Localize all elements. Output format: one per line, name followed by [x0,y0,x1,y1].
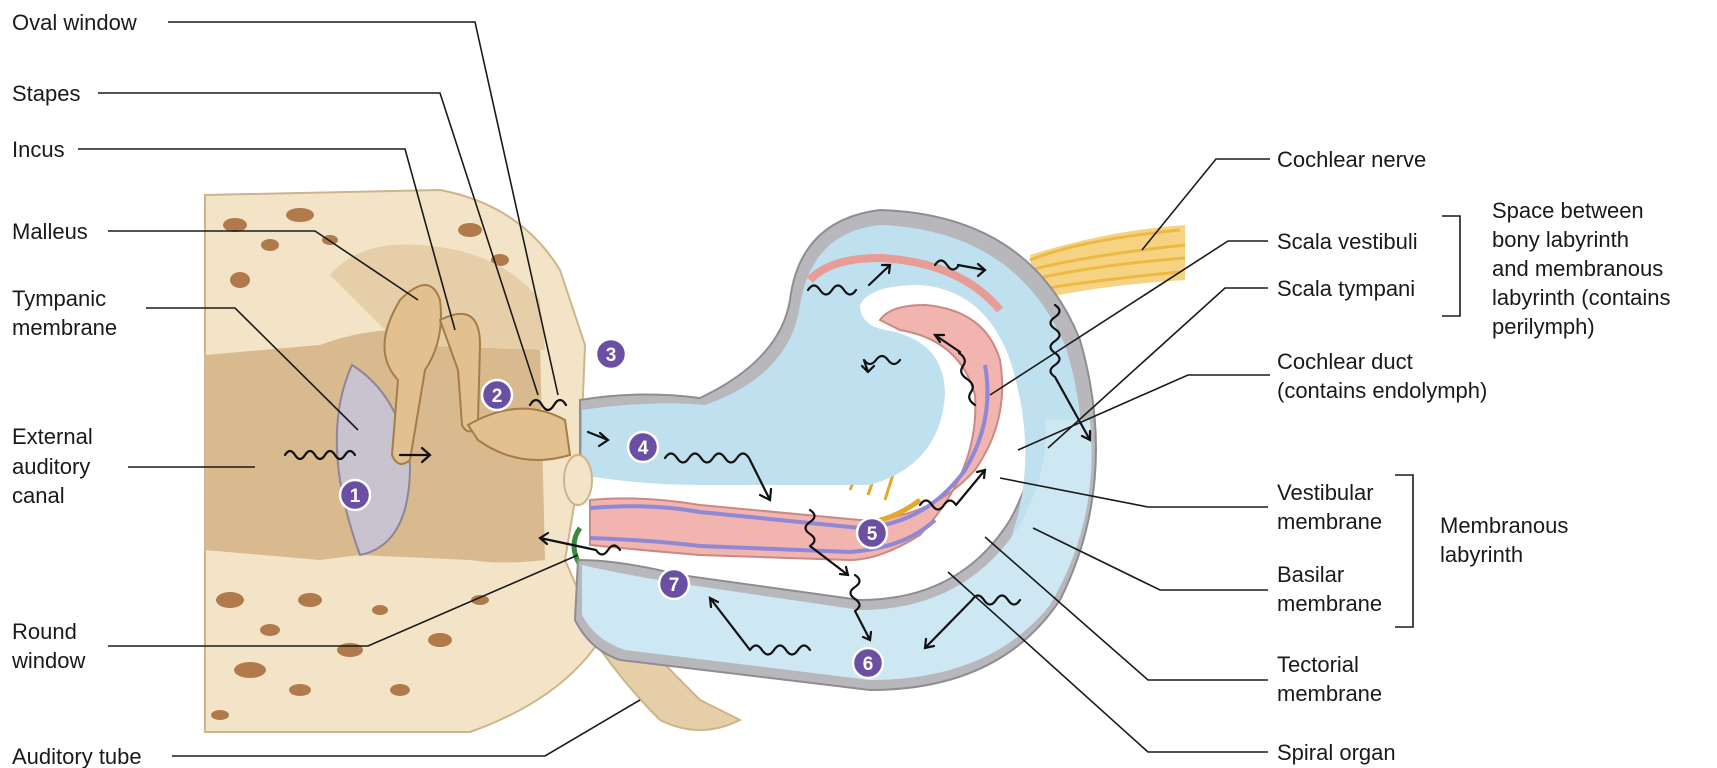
label-tympanic-1: Tympanic [12,286,106,311]
label-tectorial-membrane-1: Tectorial [1277,652,1359,677]
label-membranous-labyrinth-2: labyrinth [1440,542,1523,567]
ear-illustration [205,190,1185,732]
step-3-number: 3 [606,345,617,366]
label-space-between-3: and membranous [1492,256,1663,281]
label-space-between-2: bony labyrinth [1492,227,1629,252]
bracket-space-between [1442,216,1460,316]
label-scala-vestibuli: Scala vestibuli [1277,229,1418,254]
label-vestibular-membrane-1: Vestibular [1277,480,1374,505]
step-6: 6 [853,648,883,678]
label-oval-window: Oval window [12,10,137,35]
cochlea-septum [564,455,592,505]
step-7-number: 7 [669,575,680,596]
step-2-number: 2 [492,386,503,407]
step-4-number: 4 [638,438,649,459]
label-external-canal-2: auditory [12,454,90,479]
label-spiral-organ: Spiral organ [1277,740,1396,765]
step-1: 1 [340,480,370,510]
step-5: 5 [857,518,887,548]
step-6-number: 6 [863,654,874,675]
cochlear-nerve-bundle [1030,225,1185,300]
step-4: 4 [628,432,658,462]
label-tympanic-2: membrane [12,315,117,340]
step-2: 2 [482,380,512,410]
label-space-between-1: Space between [1492,198,1644,223]
label-tectorial-membrane-2: membrane [1277,681,1382,706]
label-basilar-membrane-1: Basilar [1277,562,1344,587]
step-3: 3 [596,339,626,369]
label-space-between-5: perilymph) [1492,314,1595,339]
label-cochlear-duct-2: (contains endolymph) [1277,378,1487,403]
label-cochlear-duct-1: Cochlear duct [1277,349,1413,374]
bracket-membranous-labyrinth [1395,475,1413,627]
label-external-canal-1: External [12,424,93,449]
label-scala-tympani: Scala tympani [1277,276,1415,301]
step-7: 7 [659,569,689,599]
label-external-canal-3: canal [12,483,65,508]
label-auditory-tube: Auditory tube [12,744,142,768]
step-1-number: 1 [350,486,361,507]
label-cochlear-nerve: Cochlear nerve [1277,147,1426,172]
step-5-number: 5 [867,524,878,545]
label-basilar-membrane-2: membrane [1277,591,1382,616]
label-round-window-1: Round [12,619,77,644]
label-stapes: Stapes [12,81,81,106]
label-vestibular-membrane-2: membrane [1277,509,1382,534]
label-malleus: Malleus [12,219,88,244]
label-membranous-labyrinth-1: Membranous [1440,513,1568,538]
label-round-window-2: window [11,648,85,673]
label-incus: Incus [12,137,65,162]
label-space-between-4: labyrinth (contains [1492,285,1671,310]
